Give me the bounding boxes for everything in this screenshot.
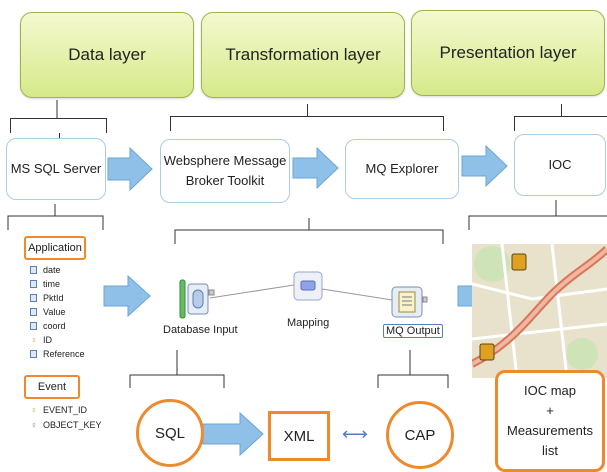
transformation-layer-header: Transformation layer <box>201 12 405 98</box>
field-coord: coord <box>30 321 66 331</box>
mapping-icon <box>293 271 323 301</box>
transformation-layer-label: Transformation layer <box>225 45 381 64</box>
map-graphic <box>472 244 607 378</box>
database-input-label: Database Input <box>163 324 238 336</box>
field-pktid: PktId <box>30 293 64 303</box>
mq-output-icon <box>391 286 428 318</box>
data-layer-label: Data layer <box>68 45 146 64</box>
xml-format-box: XML <box>268 411 330 461</box>
websphere-label-line1: Websphere Message <box>163 153 287 168</box>
arrow-mq-to-ioc <box>461 144 508 188</box>
bidirectional-arrow-icon: ⟷ <box>342 424 368 444</box>
ms-sql-server-label: MS SQL Server <box>10 161 102 176</box>
ioc-label: IOC <box>548 157 572 172</box>
event-table-title: Event <box>24 375 80 399</box>
arrow-websphere-to-mq <box>292 146 339 190</box>
application-table-title: Application <box>24 236 86 260</box>
presentation-layer-label: Presentation layer <box>439 43 577 62</box>
field-object-key: ♀OBJECT_KEY <box>30 419 102 430</box>
arrow-tables-to-flow <box>103 274 151 318</box>
field-time: time <box>30 279 60 289</box>
ioc-map-image <box>472 244 607 378</box>
sql-table-bracket <box>7 215 104 230</box>
ioc-panel-line2: + <box>546 403 554 418</box>
field-id: ♀ID <box>30 334 52 345</box>
mapping-label: Mapping <box>287 317 330 329</box>
websphere-label-line2: Broker Toolkit <box>185 173 265 188</box>
websphere-broker-node: Websphere Message Broker Toolkit <box>160 139 290 203</box>
key-icon: ♀ <box>30 404 38 415</box>
field-icon <box>30 322 37 330</box>
field-reference: Reference <box>30 349 85 359</box>
ms-sql-server-node: MS SQL Server <box>6 138 106 200</box>
ioc-panel-line4: list <box>542 443 558 458</box>
database-input-icon <box>179 279 215 319</box>
sql-format-bracket <box>129 374 225 388</box>
field-icon <box>30 280 37 288</box>
field-event-id: ♀EVENT_ID <box>30 404 88 415</box>
arrow-sql-to-xml <box>202 411 264 457</box>
cap-format-circle: CAP <box>386 401 454 469</box>
ioc-node: IOC <box>514 134 606 196</box>
flow-bracket <box>174 229 444 244</box>
field-icon <box>30 350 37 358</box>
field-date: date <box>30 265 61 275</box>
field-icon <box>30 308 37 316</box>
sql-format-circle: SQL <box>136 399 204 467</box>
presentation-layer-header: Presentation layer <box>411 10 605 96</box>
map-bracket <box>468 215 607 230</box>
mq-explorer-label: MQ Explorer <box>365 161 439 176</box>
ioc-panel-line1: IOC map <box>523 383 576 398</box>
transformation-layer-bracket <box>170 104 444 131</box>
mq-explorer-node: MQ Explorer <box>345 139 459 199</box>
key-icon: ♀ <box>30 334 38 345</box>
presentation-layer-bracket <box>514 104 607 131</box>
ioc-panel-line3: Measurements <box>507 423 593 438</box>
data-layer-header: Data layer <box>20 12 194 98</box>
field-value: Value <box>30 307 65 317</box>
arrow-sql-to-websphere <box>107 146 153 192</box>
field-icon <box>30 266 37 274</box>
mq-output-label: MQ Output <box>383 324 443 338</box>
ioc-map-measurements-panel: IOC map + Measurements list <box>495 370 605 472</box>
cap-format-bracket <box>377 374 449 388</box>
key-icon: ♀ <box>30 419 38 430</box>
field-icon <box>30 294 37 302</box>
